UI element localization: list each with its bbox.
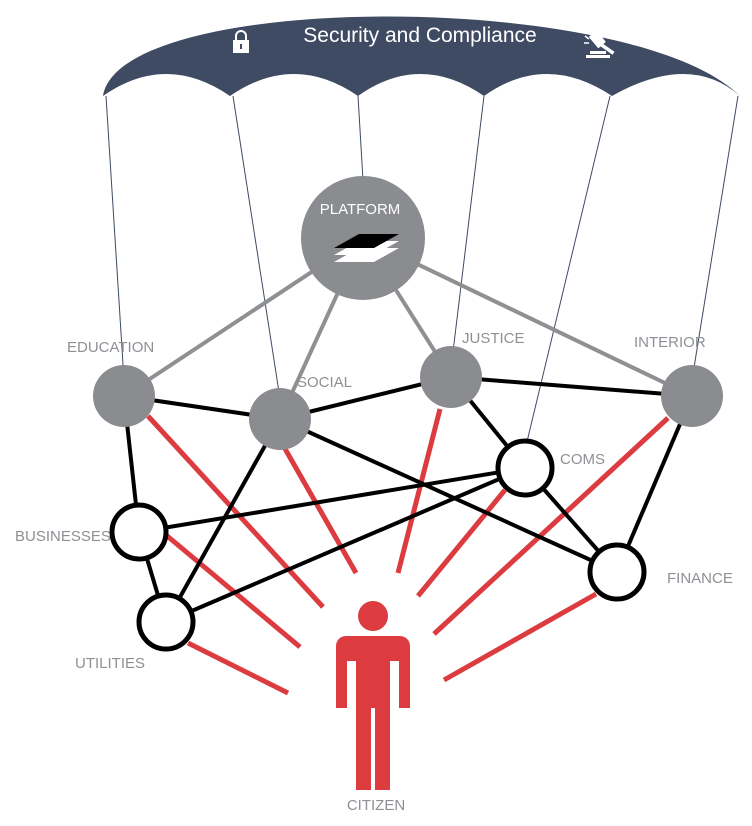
node-coms bbox=[495, 438, 555, 498]
node-businesses bbox=[109, 502, 169, 562]
label-businesses: BUSINESSES bbox=[15, 528, 111, 545]
node-interior bbox=[661, 365, 723, 427]
canopy-title: Security and Compliance bbox=[303, 24, 536, 47]
person-icon bbox=[336, 601, 410, 790]
layers-icon bbox=[334, 234, 399, 262]
platform-label: PLATFORM bbox=[320, 201, 401, 218]
citizen-links bbox=[146, 408, 670, 696]
node-justice bbox=[420, 346, 482, 408]
label-utilities: UTILITIES bbox=[75, 655, 145, 672]
node-social bbox=[249, 388, 311, 450]
node-utilities bbox=[136, 592, 196, 652]
label-education: EDUCATION bbox=[67, 339, 154, 356]
canopy-shape bbox=[103, 16, 740, 96]
security-canopy: Security and Compliance bbox=[103, 16, 740, 96]
label-justice: JUSTICE bbox=[462, 330, 525, 347]
canopy-strings bbox=[105, 95, 739, 451]
node-finance bbox=[587, 542, 647, 602]
node-education bbox=[93, 365, 155, 427]
gavel-icon bbox=[584, 30, 615, 58]
label-finance: FINANCE bbox=[667, 570, 733, 587]
label-coms: COMS bbox=[560, 451, 605, 468]
label-interior: INTERIOR bbox=[634, 334, 706, 351]
label-citizen: CITIZEN bbox=[347, 797, 405, 814]
label-social: SOCIAL bbox=[297, 374, 352, 391]
padlock-icon bbox=[233, 30, 249, 53]
platform-node: PLATFORM bbox=[301, 176, 425, 300]
